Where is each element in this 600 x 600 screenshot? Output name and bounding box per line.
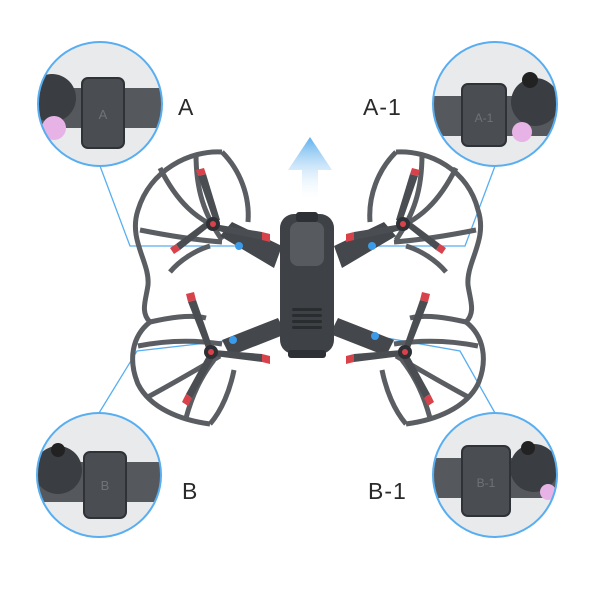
attachment-markers: [229, 242, 379, 344]
zoom-tag-a1: A-1: [475, 111, 494, 125]
marker-b: [229, 336, 237, 344]
propeller-top-left: [170, 168, 270, 254]
marker-a1: [368, 242, 376, 250]
propeller-bottom-right: [346, 292, 434, 406]
label-a1: A-1: [363, 94, 402, 120]
zoom-callout-a1: A-1: [432, 41, 558, 167]
zoom-callout-a: A: [37, 41, 163, 167]
drone-body: [280, 212, 334, 358]
label-b1: B-1: [368, 478, 407, 504]
guard-bottom-right: [379, 313, 486, 427]
zoom-callout-b: B: [36, 412, 162, 538]
callout-line-a1: [372, 165, 496, 247]
guard-top-left: [132, 149, 251, 324]
propellers: [170, 168, 446, 406]
label-a: A: [178, 94, 195, 120]
label-b: B: [182, 478, 199, 504]
marker-a: [235, 242, 243, 250]
zoom-tag-a: A: [99, 107, 108, 122]
zoom-tag-b1: B-1: [477, 476, 496, 490]
zoom-tag-b: B: [101, 478, 110, 493]
propeller-guards: [130, 149, 486, 427]
marker-b1: [371, 332, 379, 340]
guard-bottom-left: [130, 313, 237, 427]
zoom-callout-b1: B-1: [432, 412, 558, 538]
propeller-bottom-left: [182, 292, 270, 406]
forward-arrow-icon: [288, 137, 332, 200]
propeller-top-right: [346, 168, 446, 254]
